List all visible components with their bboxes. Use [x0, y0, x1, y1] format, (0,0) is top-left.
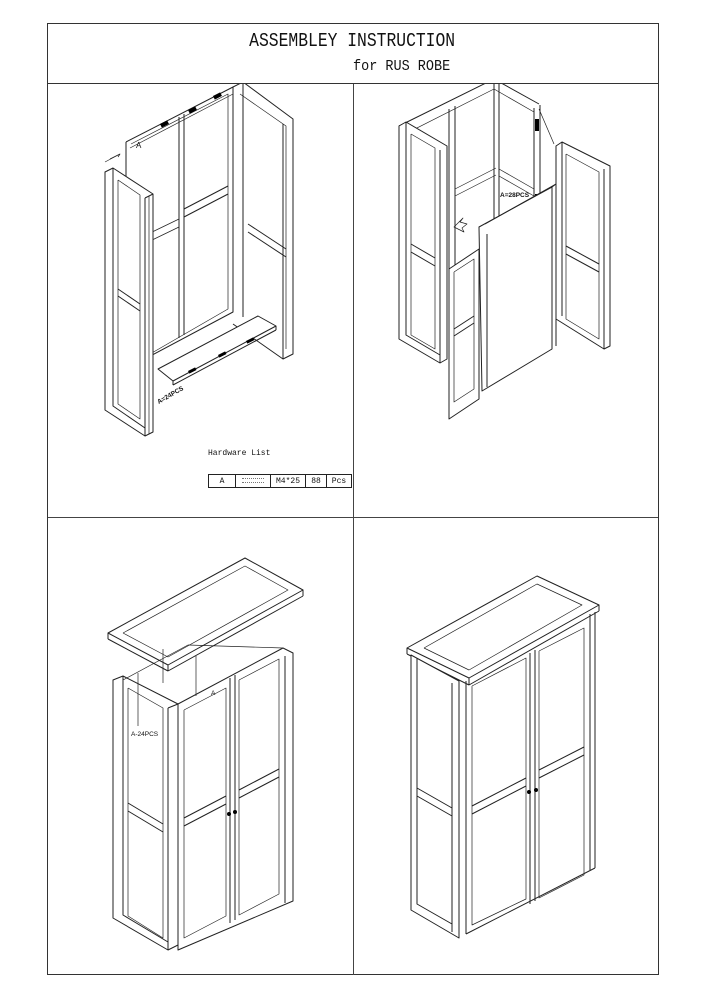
document-title: ASSEMBLEY INSTRUCTION: [249, 30, 456, 52]
step-1-panel: A A=24PCS Hardware List A M4*25 88 Pcs: [48, 84, 353, 517]
step-2-panel: A=28PCS: [354, 84, 659, 517]
hardware-qty: 88: [305, 474, 327, 488]
screw-icon: [235, 474, 271, 488]
step-1-drawing: [104, 84, 294, 437]
hardware-code: A: [208, 474, 236, 488]
callout-hinge-screws: A=28PCS: [500, 192, 530, 199]
instruction-sheet: ASSEMBLEY INSTRUCTION for RUS ROBE: [47, 23, 659, 975]
step-3-panel: A-24PCS A: [48, 518, 353, 975]
step-4-drawing: [406, 575, 600, 939]
hardware-list-table: A M4*25 88 Pcs: [208, 474, 352, 488]
callout-a-center: A: [211, 690, 216, 697]
header: ASSEMBLEY INSTRUCTION for RUS ROBE: [48, 24, 658, 84]
callout-a: A: [136, 141, 142, 150]
horizontal-divider: [48, 517, 658, 518]
step-2-drawing: [398, 84, 611, 420]
vertical-divider: [353, 84, 354, 975]
step-4-panel: [354, 518, 659, 975]
document-subtitle: for RUS ROBE: [353, 58, 451, 75]
hardware-row: A M4*25 88 Pcs: [208, 474, 352, 488]
hardware-list-title: Hardware List: [208, 449, 271, 458]
hardware-unit: Pcs: [326, 474, 352, 488]
hardware-size: M4*25: [270, 474, 306, 488]
callout-top-screws: A-24PCS: [131, 731, 159, 738]
step-3-drawing: [107, 557, 304, 951]
